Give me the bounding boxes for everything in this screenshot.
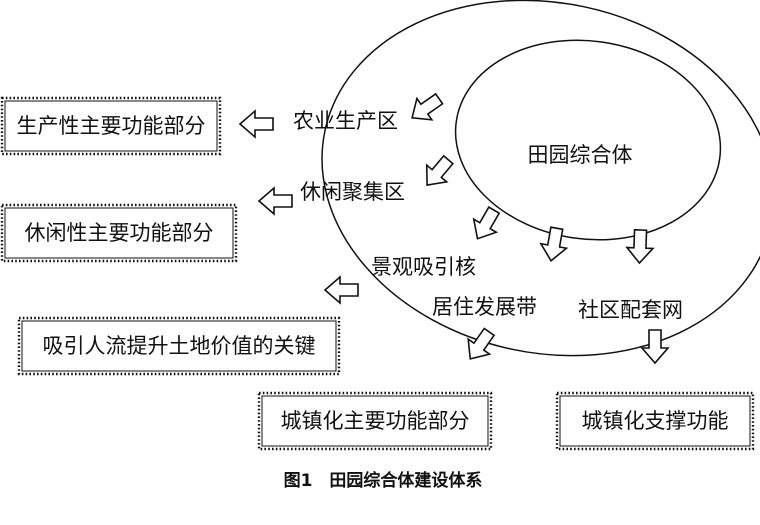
arrow-to-urban-support — [641, 329, 669, 364]
box-urban-support: 城镇化支撑功能 — [555, 391, 755, 451]
arrow-inner-to-scenic — [465, 202, 507, 247]
box-leisure: 休闲性主要功能部分 — [0, 203, 238, 263]
inner-ellipse — [454, 39, 722, 241]
arrow-to-attract — [324, 276, 359, 304]
arrow-inner-to-agri — [403, 87, 448, 130]
box-attract: 吸引人流提升土地价值的关键 — [17, 316, 341, 376]
zone-label-leisure: 休闲聚集区 — [300, 180, 405, 204]
top-crop-strip — [0, 0, 760, 6]
box-attract-label: 吸引人流提升土地价值的关键 — [43, 334, 316, 358]
box-urban-main-label: 城镇化主要功能部分 — [281, 409, 470, 433]
zone-label-scenic: 景观吸引核 — [371, 255, 476, 279]
zone-label-agri: 农业生产区 — [293, 109, 398, 133]
figure-caption: 图1 田园综合体建设体系 — [284, 470, 483, 491]
arrow-inner-to-community — [625, 228, 655, 265]
outer-ellipse — [321, 0, 760, 357]
arrow-inner-to-residence — [537, 225, 571, 264]
box-productive: 生产性主要功能部分 — [0, 96, 222, 156]
arrow-inner-to-leisure — [416, 150, 460, 195]
box-leisure-label: 休闲性主要功能部分 — [25, 221, 214, 245]
arrow-to-leisure — [258, 187, 293, 215]
inner-ellipse-label: 田园综合体 — [528, 143, 633, 167]
arrow-to-productive — [239, 110, 274, 138]
box-urban-support-label: 城镇化支撑功能 — [582, 409, 729, 433]
zone-label-residence: 居住发展带 — [432, 295, 537, 319]
zone-label-community: 社区配套网 — [578, 298, 683, 322]
box-urban-main: 城镇化主要功能部分 — [257, 391, 493, 451]
box-productive-label: 生产性主要功能部分 — [17, 114, 206, 138]
